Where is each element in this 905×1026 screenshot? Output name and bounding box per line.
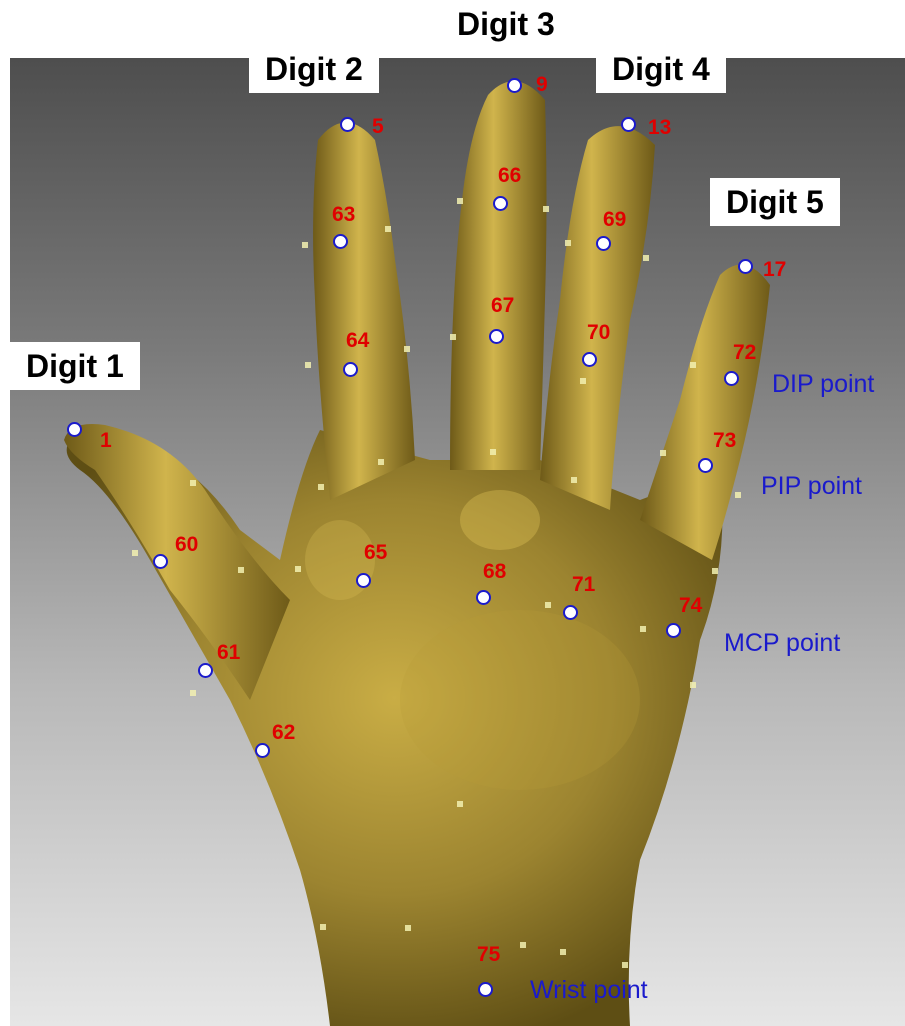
landmark-71-number: 71 [572,574,595,595]
scan-marker [580,378,586,384]
landmark-67-number: 67 [491,295,514,316]
scan-marker [660,450,666,456]
scan-marker [404,346,410,352]
landmark-62-number: 62 [272,722,295,743]
landmark-75[interactable] [478,982,493,997]
landmark-67[interactable] [489,329,504,344]
landmark-64[interactable] [343,362,358,377]
landmark-60[interactable] [153,554,168,569]
scan-marker [565,240,571,246]
scan-marker [643,255,649,261]
scan-marker [545,602,551,608]
landmark-61-number: 61 [217,642,240,663]
digit-3-label: Digit 3 [441,0,571,48]
landmark-5[interactable] [340,117,355,132]
digit-4-label: Digit 4 [596,45,726,93]
landmark-64-number: 64 [346,330,369,351]
wrist-point-label: Wrist point [530,978,648,1003]
scan-marker [190,480,196,486]
scan-marker [378,459,384,465]
landmark-1[interactable] [67,422,82,437]
scan-marker [457,198,463,204]
landmark-62[interactable] [255,743,270,758]
scan-marker [543,206,549,212]
scan-marker [457,801,463,807]
scan-marker [520,942,526,948]
landmark-66-number: 66 [498,165,521,186]
landmark-75-number: 75 [477,944,500,965]
landmark-71[interactable] [563,605,578,620]
scan-marker [450,334,456,340]
landmark-60-number: 60 [175,534,198,555]
landmark-74-number: 74 [679,595,702,616]
scan-marker [320,924,326,930]
landmark-66[interactable] [493,196,508,211]
scan-marker [318,484,324,490]
landmark-13[interactable] [621,117,636,132]
landmark-63-number: 63 [332,204,355,225]
scan-marker [490,449,496,455]
landmark-1-number: 1 [100,430,112,451]
scan-marker [622,962,628,968]
scan-marker [305,362,311,368]
landmark-13-number: 13 [648,117,671,138]
scan-marker [190,690,196,696]
landmark-69-number: 69 [603,209,626,230]
landmark-68-number: 68 [483,561,506,582]
scan-marker [690,682,696,688]
landmark-63[interactable] [333,234,348,249]
landmark-70[interactable] [582,352,597,367]
scan-marker [690,362,696,368]
scan-marker [238,567,244,573]
digit-1-label: Digit 1 [10,342,140,390]
landmark-9-number: 9 [536,74,548,95]
landmark-61[interactable] [198,663,213,678]
landmark-70-number: 70 [587,322,610,343]
pip-point-label: PIP point [761,474,862,499]
mcp-point-label: MCP point [724,631,840,656]
digit-5-label: Digit 5 [710,178,840,226]
digit-2-label: Digit 2 [249,45,379,93]
dip-point-label: DIP point [772,372,874,397]
landmark-73[interactable] [698,458,713,473]
scan-marker [640,626,646,632]
landmark-73-number: 73 [713,430,736,451]
scan-marker [712,568,718,574]
landmark-65-number: 65 [364,542,387,563]
landmark-9[interactable] [507,78,522,93]
landmark-65[interactable] [356,573,371,588]
scan-marker [405,925,411,931]
landmark-72[interactable] [724,371,739,386]
hand-body [64,81,770,1026]
scan-marker [385,226,391,232]
landmark-72-number: 72 [733,342,756,363]
landmark-17[interactable] [738,259,753,274]
landmark-69[interactable] [596,236,611,251]
scan-marker [560,949,566,955]
scan-marker [132,550,138,556]
scan-marker [302,242,308,248]
scan-marker [571,477,577,483]
landmark-5-number: 5 [372,116,384,137]
landmark-17-number: 17 [763,259,786,280]
landmark-68[interactable] [476,590,491,605]
scan-marker [735,492,741,498]
landmark-74[interactable] [666,623,681,638]
scan-marker [295,566,301,572]
